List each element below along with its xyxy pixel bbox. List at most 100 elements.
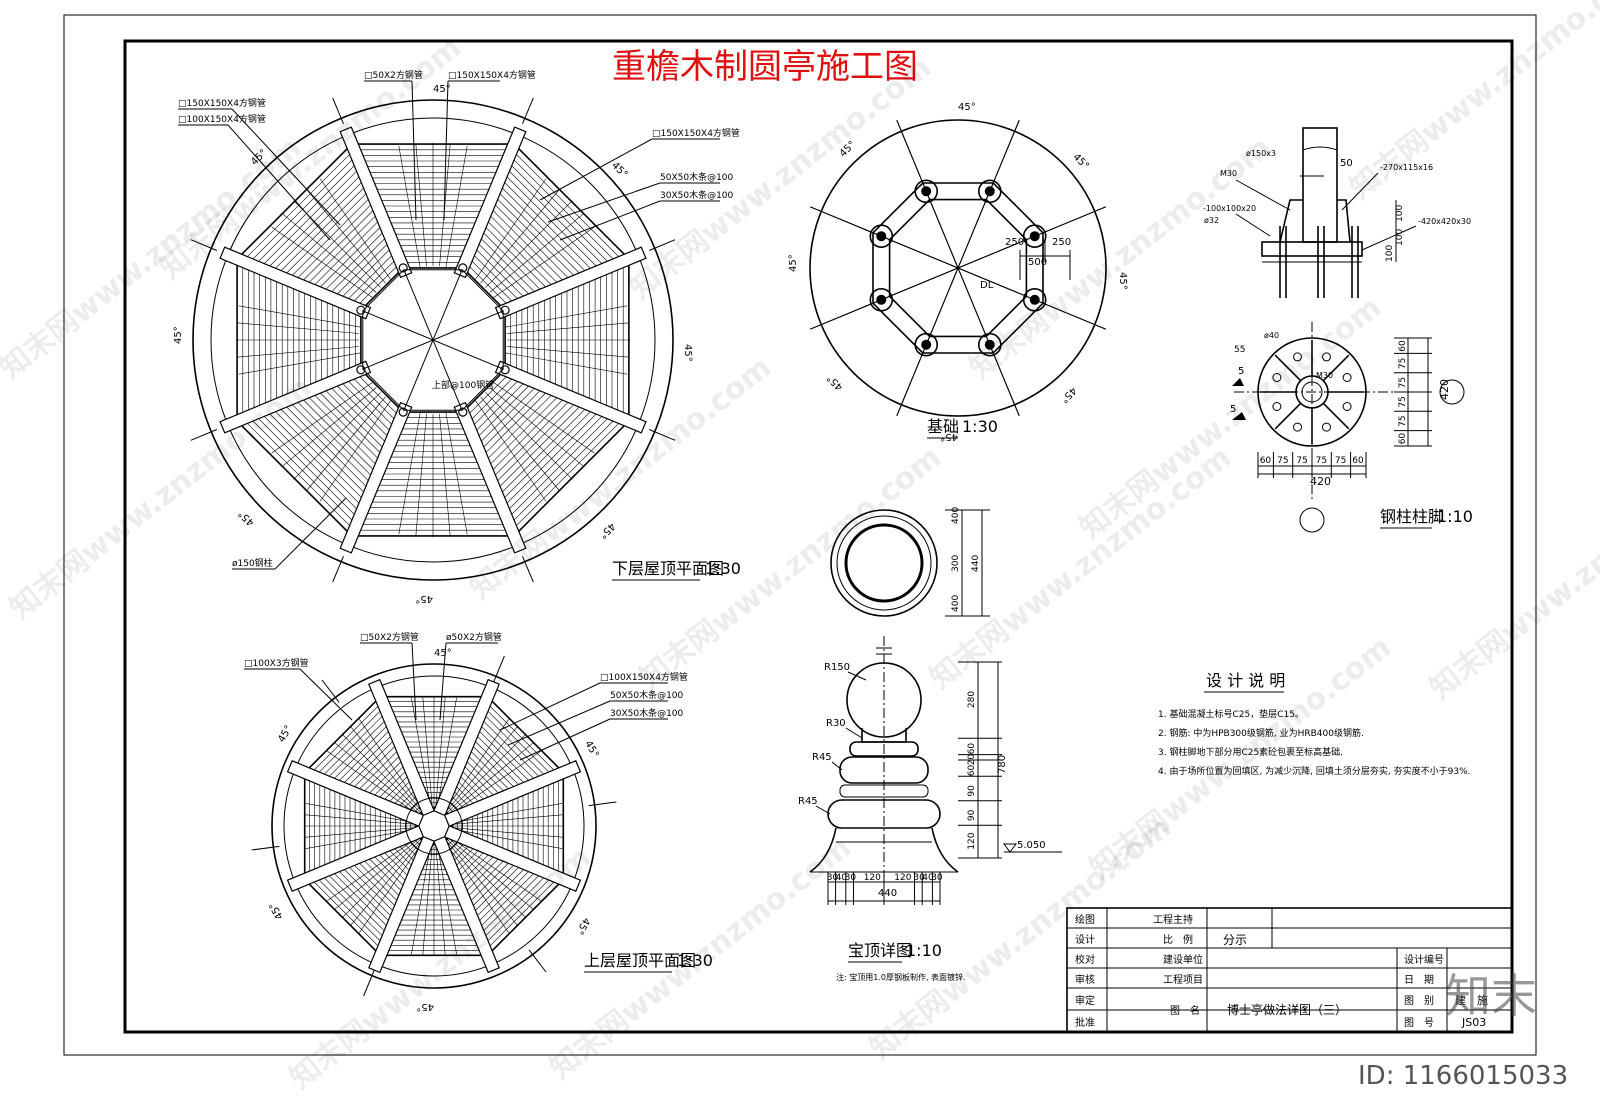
- finial-plan-outer: [830, 509, 938, 617]
- finial-flare: [809, 827, 959, 873]
- cb-plan-bolt: [1322, 422, 1331, 432]
- upper-roof-purlin: [452, 829, 563, 849]
- upper-roof-purlin: [305, 803, 416, 823]
- design-note-4: 4. 由于场所位置为回填区, 为减少沉降, 回填土须分层夯实, 夯实度不小于93…: [1158, 765, 1470, 777]
- upper-roof-purlin: [334, 742, 420, 815]
- foundation-angle-label: 45°: [788, 254, 799, 272]
- lower-roof-purlin: [306, 396, 386, 492]
- design-notes: 设 计 说 明 1. 基础混凝土标号C25，垫层C15。 2. 钢筋: 中为HP…: [1158, 671, 1470, 777]
- tb-role-5: 批准: [1075, 1016, 1095, 1029]
- lower-roof-purlin: [493, 382, 595, 454]
- callout-lr-3: □100X150X4方钢管: [178, 113, 266, 125]
- foundation-angle-label: 45°: [825, 372, 845, 392]
- tb-right-label-3: 图 号: [1404, 1017, 1434, 1029]
- lower-roof-caption-text: 下层屋顶平面图: [612, 559, 724, 578]
- upper-roof-rafter: [443, 760, 582, 827]
- lower-roof-angle-tick: [522, 556, 534, 583]
- lower-roof-eave-circle: [210, 117, 656, 563]
- foundation-pier: [1022, 287, 1047, 312]
- finial-hdim-label: 30: [827, 873, 839, 883]
- lower-roof-purlin: [238, 305, 361, 328]
- callout-ur-3: □100X150X4方钢管: [600, 671, 688, 683]
- upper-roof-purlin: [341, 839, 421, 919]
- callout-lr-8: ø150钢柱: [232, 557, 273, 569]
- cb-callout-4: 50: [1340, 158, 1353, 169]
- foundation-column-dot: [876, 231, 887, 242]
- inner-frame: [123, 39, 1514, 1034]
- finial-ring-3: [827, 799, 941, 829]
- tb-field-3: 工程项目: [1163, 974, 1203, 986]
- lower-roof-rafter: [339, 401, 413, 554]
- finial-radius-0: R150: [824, 662, 850, 673]
- lower-roof-outer-circle: [192, 99, 674, 581]
- cb-bdim-label: 75: [1296, 456, 1307, 466]
- callout-ur-4: 50X50木条@100: [610, 689, 684, 701]
- lower-roof-purlin: [506, 346, 630, 358]
- foundation-pier: [869, 287, 894, 312]
- cb-plan-callout-3: 5: [1230, 404, 1236, 415]
- upper-roof-angle-tick: [528, 949, 547, 973]
- tb-field-0: 工程主持: [1153, 913, 1193, 926]
- cb-plan-bolt: [1342, 373, 1352, 382]
- finial-ring-1: [849, 741, 919, 757]
- upper-roof-purlin: [447, 839, 527, 919]
- upper-roof-purlin: [359, 719, 424, 811]
- upper-roof-purlin: [452, 827, 564, 838]
- lower-roof-angle-label: 45°: [415, 593, 433, 604]
- column-base-caption: 钢柱柱脚 1:10: [1380, 507, 1473, 529]
- foundation-column-dot: [921, 186, 932, 197]
- lower-roof-purlin: [485, 200, 573, 288]
- cb-callout-1: M30: [1220, 169, 1237, 178]
- finial-plan-dim-2: 440: [971, 555, 981, 572]
- cb-rdim-label: 75: [1398, 358, 1408, 369]
- finial-hdim-label: 30: [845, 873, 857, 883]
- tb-right-label-1: 日 期: [1404, 974, 1434, 986]
- finial-r-leader: [847, 671, 867, 681]
- foundation-dims: 250 250 500 DL: [980, 237, 1071, 291]
- upper-roof-purlin: [341, 733, 421, 813]
- finial-plan-dim-0: 400: [951, 507, 961, 524]
- foundation-caption: 基础 1:30: [927, 417, 998, 439]
- callout-lr-0: □50X2方钢管: [364, 69, 423, 81]
- foundation-pier: [977, 332, 1002, 357]
- foundation-caption-text: 基础: [927, 417, 959, 436]
- finial-caption: 宝顶详图 1:10 注: 宝顶用1.0厚钢板制作, 表面镀锌.: [836, 941, 966, 982]
- foundation-axis: [810, 206, 1106, 330]
- lower-roof-angle-tick: [332, 97, 344, 124]
- upper-roof-purlin: [350, 726, 423, 812]
- lower-roof-angle-tick: [649, 239, 676, 251]
- lower-roof-rafter: [219, 246, 372, 320]
- finial-vdim-label: 20: [967, 754, 977, 766]
- upper-roof-purlin: [444, 841, 509, 933]
- watermark-text: 知末网www.znzmo.com: [3, 370, 318, 627]
- upper-roof-purlin: [327, 751, 419, 816]
- upper-roof-angle-label: 45°: [268, 900, 286, 921]
- finial-radius-2: R45: [812, 752, 832, 763]
- lower-roof-caption: 下层屋顶平面图 1:30: [612, 559, 741, 581]
- foundation-column-dot: [984, 186, 995, 197]
- upper-roof-rafter: [286, 825, 425, 892]
- lower-roof-scale: 1:30: [705, 559, 741, 578]
- tb-role-3: 审核: [1075, 973, 1095, 986]
- lower-roof-rafter: [494, 246, 647, 320]
- finial-elev-mark: [1003, 843, 1017, 853]
- finial-r-leader: [815, 805, 831, 815]
- cb-callout-6: -420x420x30: [1418, 217, 1471, 226]
- callout-lr-5: 50X50木条@100: [660, 171, 734, 183]
- lower-roof-rafter: [453, 401, 527, 554]
- upper-roof-inner-octagon: [414, 806, 454, 846]
- cb-baseplate: [1261, 241, 1363, 257]
- lower-roof-plan: 45°45°45°45°45°45°45°45°: [173, 84, 693, 604]
- upper-roof-purlin: [304, 814, 416, 825]
- finial-note: 注: 宝顶用1.0厚钢板制作, 表面镀锌.: [836, 972, 966, 982]
- callout-lr-7: 上部@100钢管: [432, 379, 494, 391]
- upper-roof-rafter: [443, 825, 582, 892]
- tb-value-1: 分示: [1223, 933, 1247, 947]
- cb-plan-bolt: [1272, 373, 1282, 382]
- upper-roof-purlin: [449, 751, 541, 816]
- upper-roof-plan: 45°45°45°45°45°45°: [251, 648, 617, 1012]
- upper-roof-purlin: [334, 837, 420, 910]
- upper-roof-center-ring: [405, 797, 463, 855]
